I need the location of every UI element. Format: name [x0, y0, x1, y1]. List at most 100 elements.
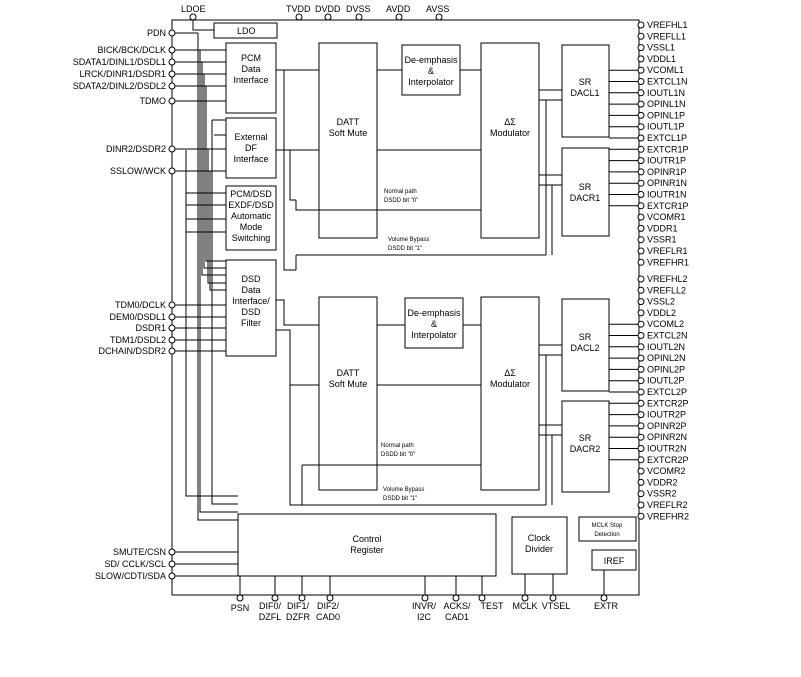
pin-dvdd	[324, 13, 332, 21]
right-pin	[637, 247, 645, 255]
clock-divider-block	[511, 516, 568, 575]
pin-label: SMUTE/CSN	[113, 547, 166, 557]
pin-label: AVSS	[426, 4, 449, 14]
right-pin	[637, 145, 645, 153]
right-pin	[637, 179, 645, 187]
dac-label: SR	[579, 332, 592, 342]
pin-label: VTSEL	[542, 601, 571, 611]
channel-2: DATT Soft Mute De-emphasis & Interpolato…	[276, 296, 610, 506]
right-pin	[637, 111, 645, 119]
pcm-label: Data	[241, 64, 260, 74]
pin-label: VCOML2	[647, 319, 684, 329]
right-pin	[637, 478, 645, 486]
pin-label: DEM0/DSDL1	[109, 312, 166, 322]
pin-label: DIF0/	[259, 601, 282, 611]
pin-label: TDM0/DCLK	[115, 300, 166, 310]
pin-label: EXTCL2N	[647, 331, 688, 341]
mod-label: ΔΣ	[504, 368, 516, 378]
pin-label: EXTCL1N	[647, 77, 688, 87]
right-pin	[637, 377, 645, 385]
pin-label: VSSL2	[647, 297, 675, 307]
deemph-label: De-emphasis	[407, 308, 461, 318]
pin-tvdd	[295, 13, 303, 21]
dsdd1-label: DSDD bit "1"	[383, 496, 417, 502]
pin-label: VDDR2	[647, 477, 678, 487]
right-pin	[637, 332, 645, 339]
right-pin	[637, 309, 645, 317]
normal-path-label: Normal path	[384, 189, 417, 195]
dac-label: DACR1	[570, 193, 601, 203]
pin-dchain	[168, 347, 176, 355]
pin-dinr2	[168, 145, 176, 153]
top-pins: LDOE TVDD DVDD DVSS AVDD AVSS	[181, 4, 449, 21]
pin-slow	[168, 572, 176, 580]
auto-label: Mode	[240, 222, 263, 232]
dsdd1-label: DSDD bit "1"	[388, 246, 422, 252]
right-pins: VREFHL1VREFLL1VSSL1VDDL1VCOML1EXTCL1NIOU…	[609, 20, 689, 521]
pin-avss	[435, 13, 443, 21]
right-pin	[637, 422, 645, 430]
mod-label: Modulator	[490, 128, 530, 138]
pin-label: IOUTR1P	[647, 156, 686, 166]
pin-vtsel	[549, 594, 557, 602]
dsd-label: Interface/	[232, 296, 270, 306]
pin-label: PDN	[147, 28, 166, 38]
pin-label: OPINL2P	[647, 364, 685, 374]
bottom-pins: PSN DIF0/ DZFL DIF1/ DZFR DIF2/ CAD0 INV…	[231, 570, 618, 622]
dacr1-block	[561, 147, 610, 237]
pin-acks	[452, 594, 460, 602]
dac-label: SR	[579, 182, 592, 192]
deemph-label: &	[431, 319, 437, 329]
right-pin	[637, 202, 645, 210]
control-label: Control	[352, 534, 381, 544]
pin-label: I2C	[417, 612, 432, 622]
right-pin	[637, 275, 645, 283]
pin-label: VCOMR1	[647, 212, 686, 222]
pin-label: LRCK/DINR1/DSDR1	[79, 69, 166, 79]
pcm-label: PCM	[241, 53, 261, 63]
pin-label: OPINR2P	[647, 421, 687, 431]
right-pin	[637, 320, 645, 328]
right-pin	[637, 66, 645, 74]
right-pin	[637, 411, 645, 419]
pin-label: TDMO	[140, 96, 167, 106]
right-pin	[637, 365, 645, 373]
right-pin	[637, 191, 645, 198]
right-pin	[637, 100, 645, 108]
pin-test	[478, 594, 486, 602]
right-pin	[637, 490, 645, 498]
iref-label: IREF	[604, 556, 625, 566]
pin-label: OPINR1P	[647, 167, 687, 177]
left-pins: PDN BICK/BCK/DCLK SDATA1/DINL1/DSDL1 LRC…	[73, 28, 176, 581]
deemph-label: &	[428, 66, 434, 76]
right-pin	[637, 456, 645, 464]
pin-psn	[236, 594, 244, 602]
extdf-label: External	[234, 132, 267, 142]
right-pin	[637, 399, 645, 407]
auto-label: Switching	[232, 233, 271, 243]
pin-sdata2	[168, 82, 176, 90]
pin-dif0	[271, 594, 279, 602]
extdf-label: DF	[245, 143, 257, 153]
pin-dem0	[168, 313, 176, 321]
dac-label: DACL1	[570, 88, 599, 98]
right-pin	[637, 467, 645, 475]
right-pin	[637, 445, 645, 452]
pin-label: VREFLL2	[647, 285, 686, 295]
deemph-block-2	[404, 297, 464, 349]
right-pin	[637, 433, 645, 441]
pin-label: DIF1/	[287, 601, 310, 611]
datt-label: DATT	[337, 368, 360, 378]
auto-label: Automatic	[231, 211, 272, 221]
pin-lrck	[168, 70, 176, 78]
pin-label: EXTCL2P	[647, 387, 687, 397]
dsd-label: DSD	[241, 274, 261, 284]
pin-invr	[421, 594, 429, 602]
pin-label: LDOE	[181, 4, 206, 14]
datt-label: DATT	[337, 117, 360, 127]
extdf-label: Interface	[233, 154, 268, 164]
pin-label: OPINR2N	[647, 432, 687, 442]
pin-bick	[168, 46, 176, 54]
dac-label: SR	[579, 433, 592, 443]
